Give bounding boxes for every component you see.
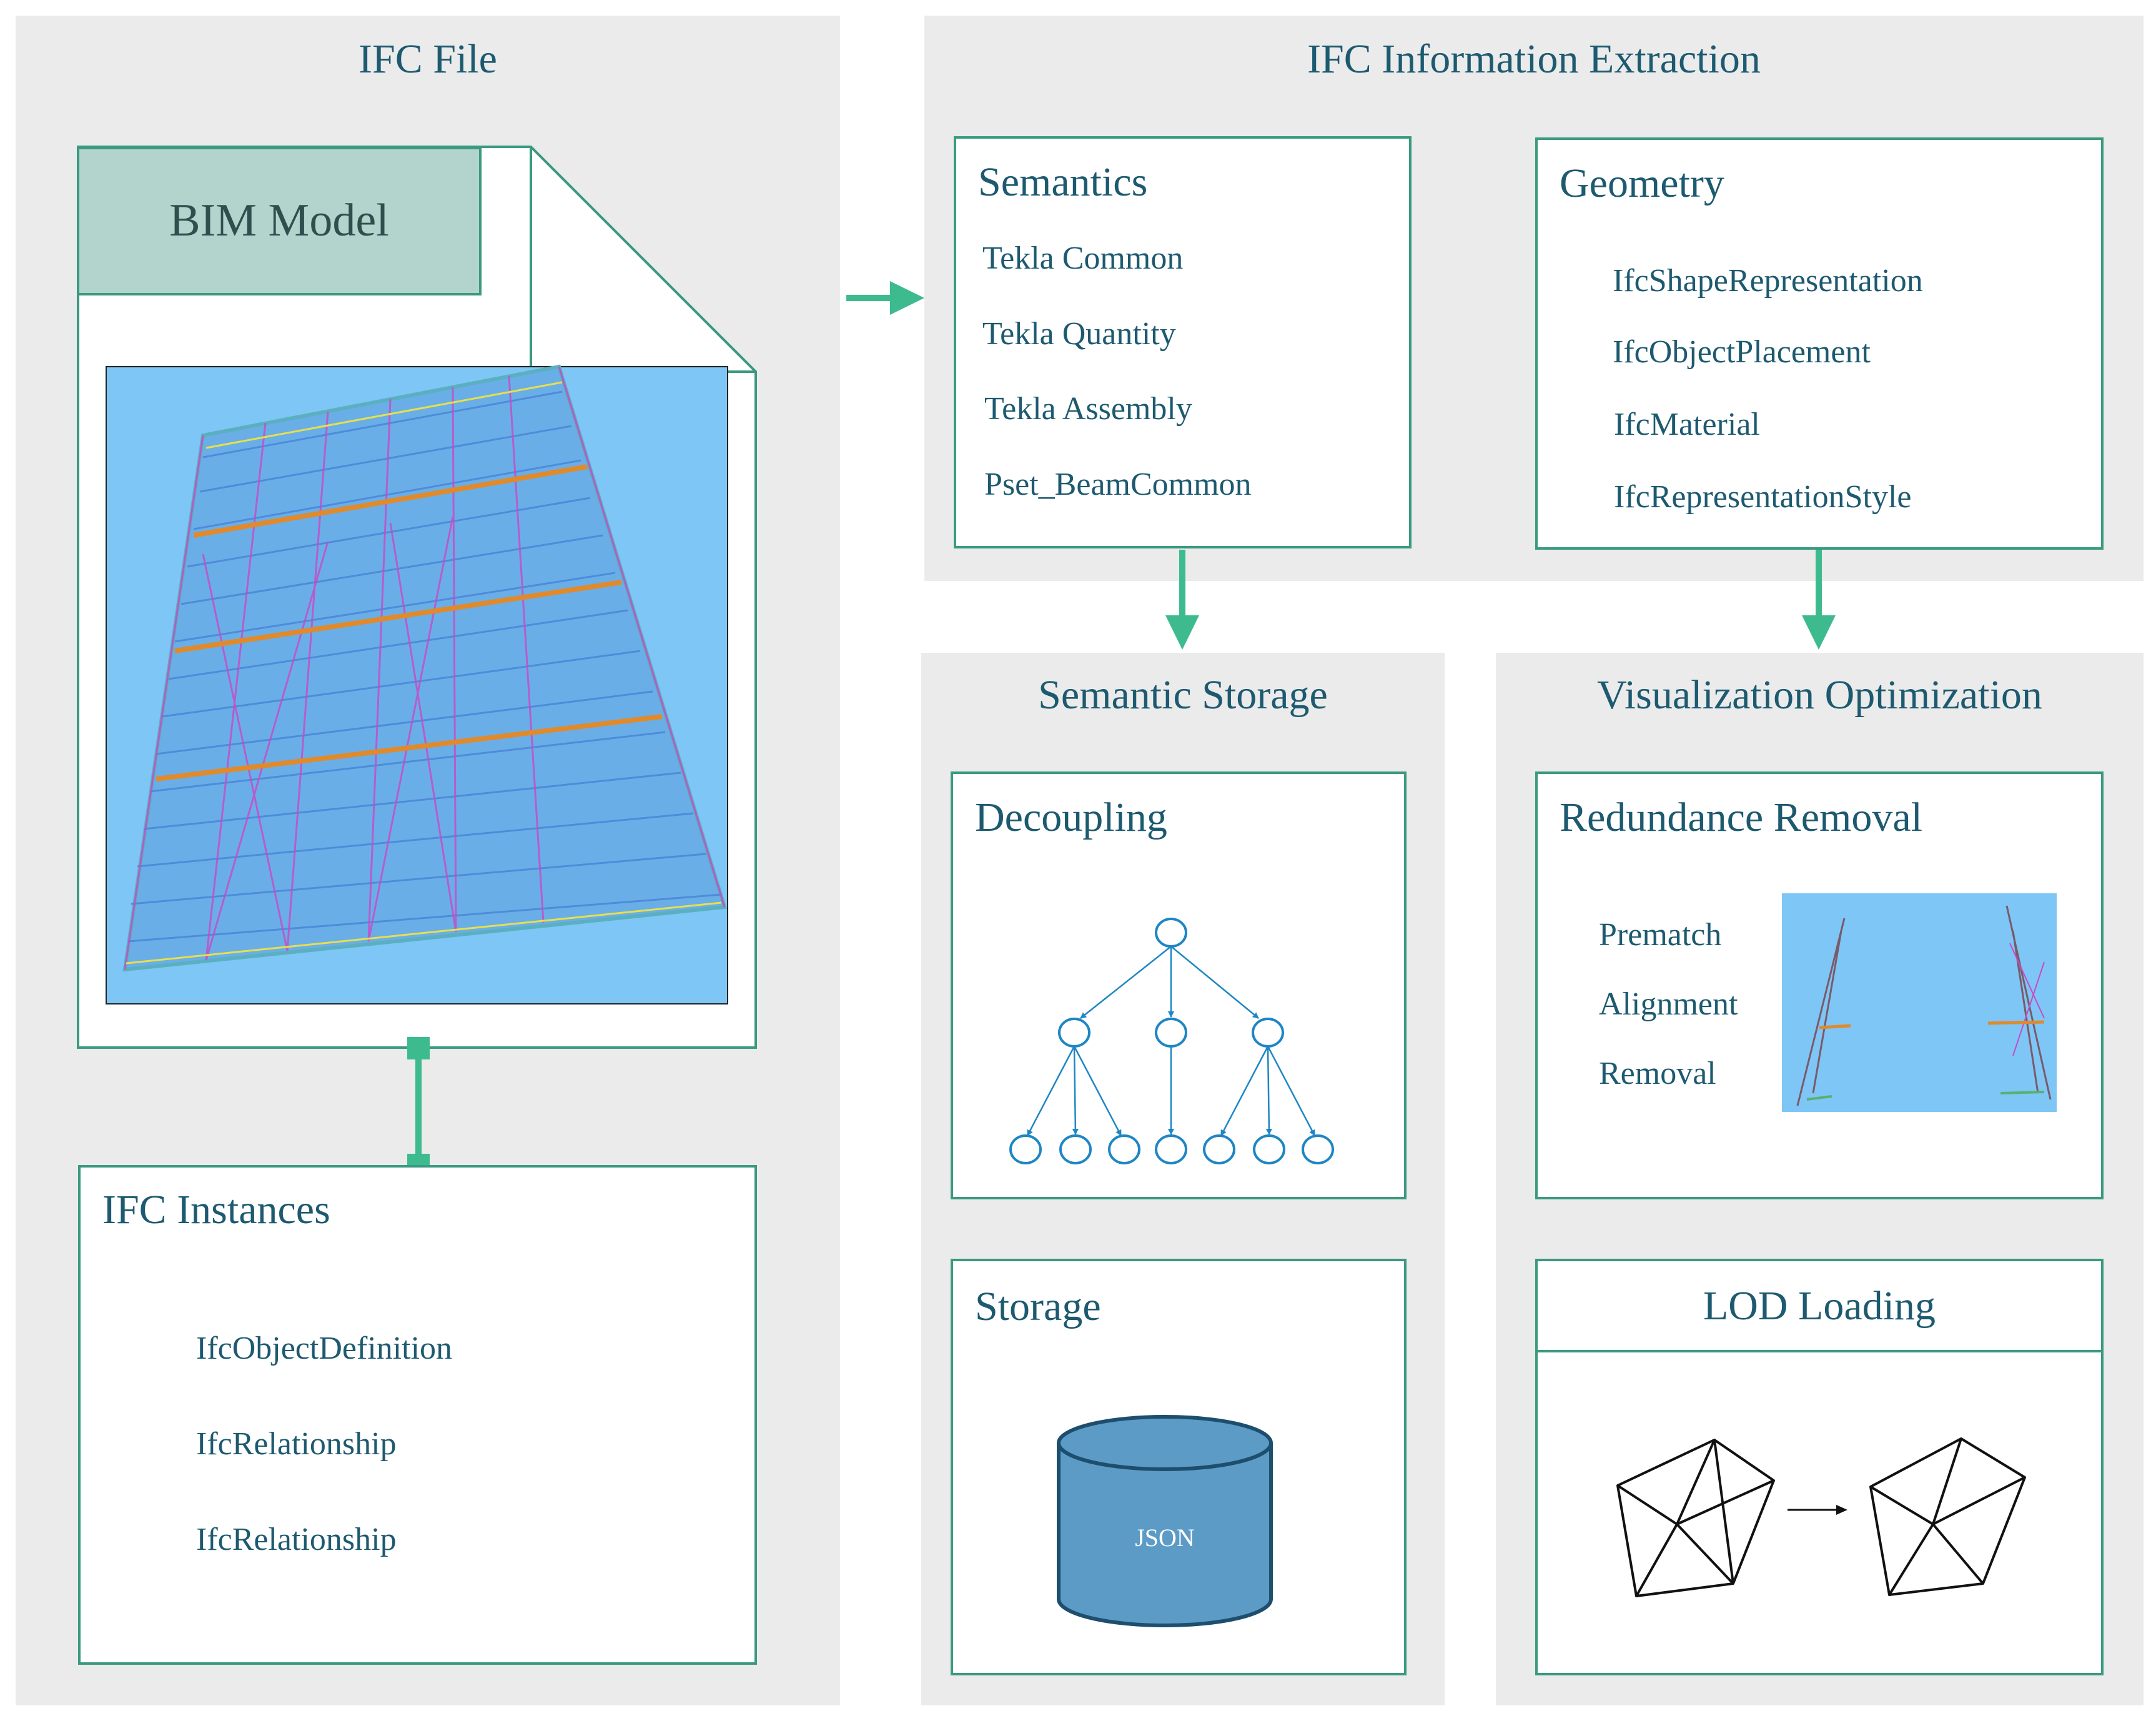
geometry-title: Geometry — [1560, 161, 1724, 206]
json-label: JSON — [1135, 1524, 1195, 1552]
semantics-item: Tekla Common — [982, 241, 1184, 276]
semantics-item: Pset_BeamCommon — [984, 467, 1252, 502]
redundance-image — [1782, 893, 2057, 1112]
instance-item: IfcRelationship — [196, 1426, 397, 1462]
redundance-item: Prematch — [1599, 917, 1722, 953]
ifc-instances-title: IFC Instances — [102, 1187, 330, 1232]
semantics-item: Tekla Assembly — [984, 391, 1192, 427]
geometry-item: IfcMaterial — [1614, 407, 1760, 442]
lod-loading-header: LOD Loading — [1538, 1261, 2101, 1352]
geometry-item: IfcShapeRepresentation — [1613, 263, 1923, 299]
semantic-storage-title: Semantic Storage — [1038, 672, 1328, 718]
ifc-file-title: IFC File — [359, 36, 497, 82]
bim-model-label-text: BIM Model — [169, 195, 389, 246]
lod-loading-title: LOD Loading — [1703, 1283, 1936, 1329]
extraction-title: IFC Information Extraction — [1307, 36, 1761, 82]
redundance-item: Alignment — [1599, 986, 1738, 1022]
decoupling-title: Decoupling — [975, 795, 1167, 840]
geometry-item: IfcRepresentationStyle — [1614, 479, 1912, 515]
bim-model-image — [106, 364, 728, 1004]
redundance-title: Redundance Removal — [1560, 795, 1922, 840]
redundance-item: Removal — [1599, 1056, 1716, 1091]
geometry-box: Geometry IfcShapeRepresentation IfcObjec… — [1535, 137, 2104, 550]
semantics-title: Semantics — [978, 159, 1148, 205]
storage-title: Storage — [975, 1284, 1101, 1329]
semantics-item: Tekla Quantity — [982, 316, 1176, 352]
ifc-instances-box: IFC Instances IfcObjectDefinition IfcRel… — [78, 1165, 757, 1665]
geometry-item: IfcObjectPlacement — [1613, 334, 1871, 370]
bim-model-label: BIM Model — [77, 147, 482, 295]
decoupling-box: Decoupling — [951, 771, 1407, 1199]
semantics-box: Semantics Tekla Common Tekla Quantity Te… — [954, 136, 1412, 548]
visualization-title: Visualization Optimization — [1597, 672, 2042, 718]
instance-item: IfcObjectDefinition — [196, 1331, 453, 1366]
instance-item: IfcRelationship — [196, 1522, 397, 1557]
